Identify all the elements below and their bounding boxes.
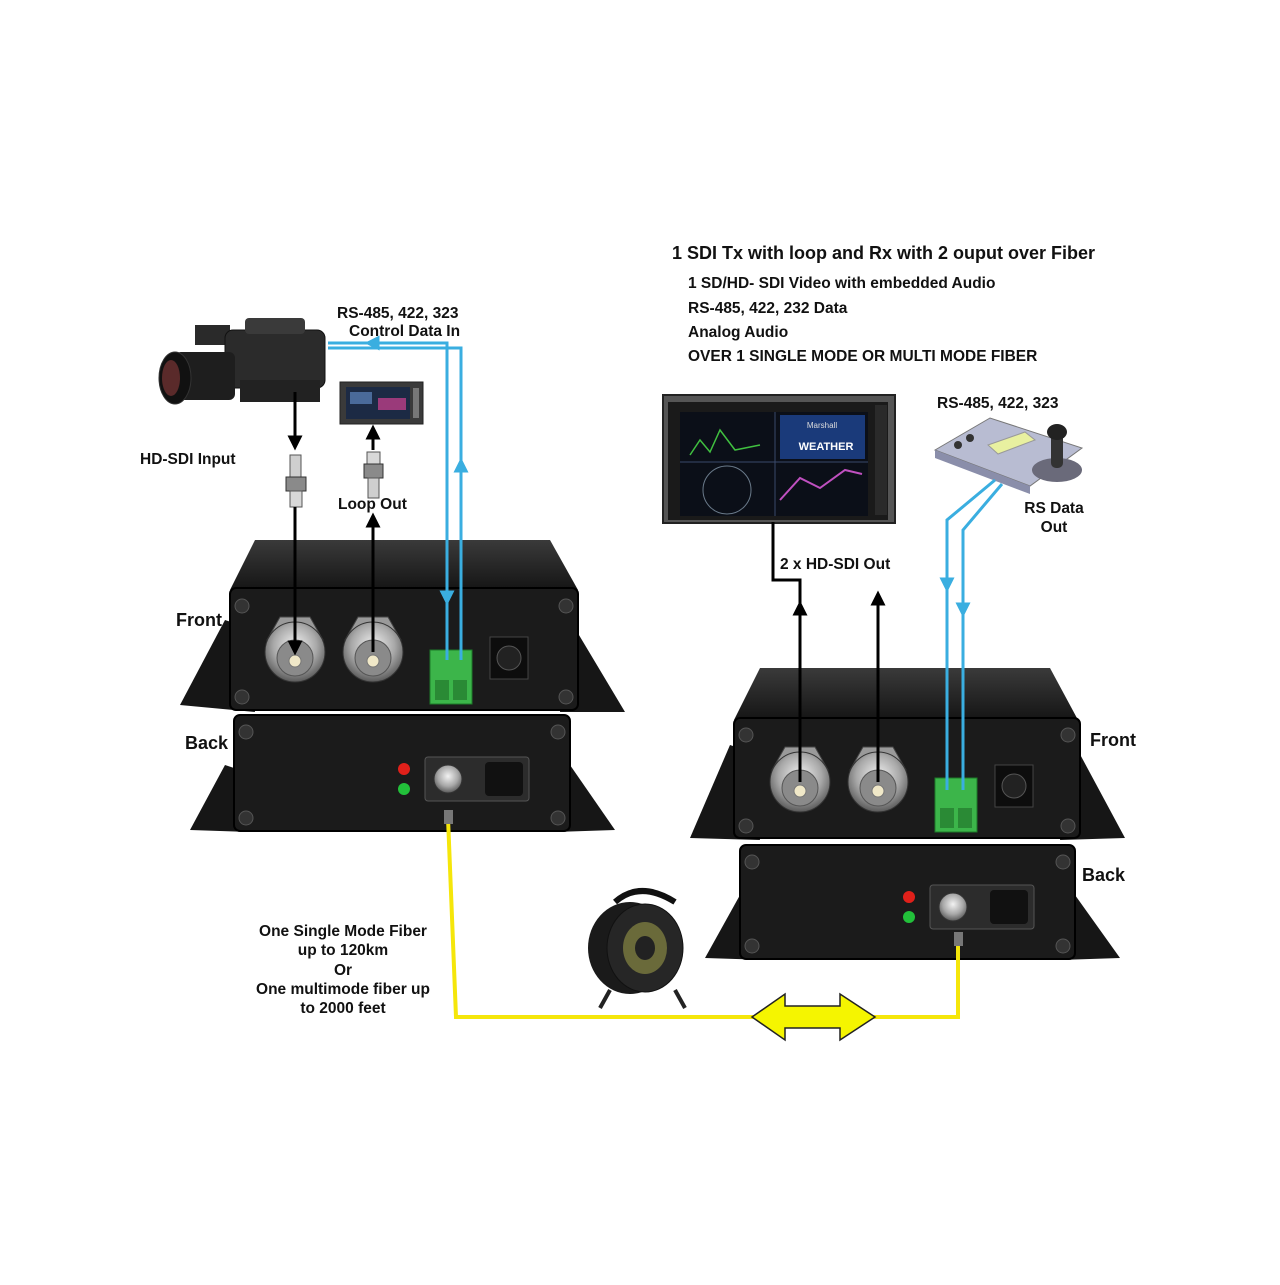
- led-red-right: [903, 891, 915, 903]
- left-back-unit: [233, 714, 571, 832]
- led-red-left: [398, 763, 410, 775]
- front-label-left: Front: [176, 610, 222, 630]
- large-monitor-icon: Marshall WEATHER: [662, 394, 896, 524]
- spec-line-4: OVER 1 SINGLE MODE OR MULTI MODE FIBER: [688, 348, 1038, 365]
- right-back-unit: [739, 844, 1076, 960]
- led-green-right: [903, 911, 915, 923]
- fiber-label-2: up to 120km: [297, 942, 389, 959]
- bnc-plug-loop: [363, 451, 384, 499]
- back-label-left: Back: [185, 733, 229, 753]
- serial-terminal-block-right: [934, 777, 978, 833]
- spec-line-3: Analog Audio: [688, 324, 789, 341]
- back-label-right: Back: [1082, 865, 1126, 885]
- hd-sdi-input-label: HD-SDI Input: [140, 451, 236, 468]
- fiber-port-left: [433, 764, 463, 794]
- bnc-plug-input: [285, 454, 307, 508]
- control-data-label-2: Control Data In: [349, 323, 461, 340]
- camera-icon: [158, 318, 326, 405]
- right-device-stack: [690, 668, 1125, 960]
- control-data-label-1: RS-485, 422, 323: [337, 305, 459, 322]
- front-label-right: Front: [1090, 730, 1136, 750]
- rs-data-out-label-2: Out: [1040, 519, 1068, 536]
- fiber-label-5: to 2000 feet: [300, 1000, 386, 1017]
- spec-line-1: 1 SD/HD- SDI Video with embedded Audio: [688, 275, 996, 292]
- right-front-unit: [733, 668, 1081, 839]
- fiber-reel-icon: [588, 888, 687, 1009]
- loop-out-label: Loop Out: [338, 496, 407, 513]
- hd-sdi-out-label: 2 x HD-SDI Out: [780, 556, 891, 573]
- spec-line-2: RS-485, 422, 232 Data: [688, 300, 848, 317]
- serial-terminal-block: [429, 649, 473, 705]
- fiber-label-4: One multimode fiber up: [256, 981, 430, 998]
- serial-cables: [328, 335, 1004, 790]
- small-monitor-icon: [339, 381, 424, 425]
- diagram-title: 1 SDI Tx with loop and Rx with 2 ouput o…: [672, 243, 1096, 263]
- rs-data-out-label-1: RS Data: [1024, 500, 1084, 517]
- video-cables: [287, 392, 886, 782]
- large-monitor-brand: Marshall: [807, 421, 837, 430]
- left-device-stack: [180, 540, 625, 832]
- rs-out-label: RS-485, 422, 323: [937, 395, 1059, 412]
- joystick-controller-icon: [933, 417, 1084, 494]
- fiber-label-3: Or: [333, 962, 353, 979]
- weather-screen-text: WEATHER: [799, 441, 854, 453]
- bidirectional-arrow-icon: [750, 992, 877, 1042]
- fiber-link: [444, 810, 963, 1042]
- led-green-left: [398, 783, 410, 795]
- fiber-port-right: [938, 892, 968, 922]
- fiber-label-1: One Single Mode Fiber: [259, 923, 427, 940]
- left-front-unit: [229, 540, 579, 711]
